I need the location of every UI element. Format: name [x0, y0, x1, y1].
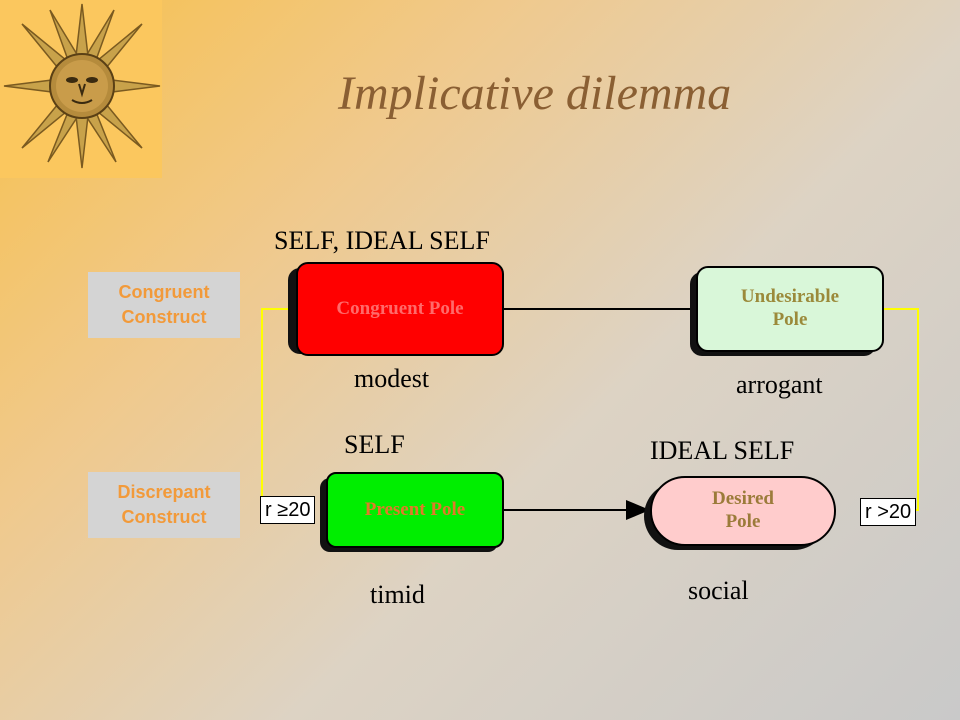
sun-logo	[0, 0, 162, 178]
congruent-construct-line2: Construct	[121, 307, 207, 327]
present-pole-label: Present Pole	[364, 498, 466, 520]
congruent-construct-box: Congruent Construct	[88, 272, 240, 338]
present-pole: Present Pole	[326, 472, 504, 548]
left-correlation-box: r ≥20	[260, 496, 316, 524]
arrogant-label: arrogant	[736, 370, 823, 399]
discrepant-construct-line2: Construct	[121, 507, 207, 527]
discrepant-construct-box: Discrepant Construct	[88, 472, 240, 538]
right-correlation-box: r >20	[860, 498, 917, 526]
right-yellow-connector	[884, 308, 919, 511]
desired-pole: Desired Pole	[650, 476, 836, 546]
undesirable-pole-line2: Pole	[772, 309, 808, 330]
social-label: social	[688, 576, 749, 605]
ideal-self-label: IDEAL SELF	[650, 436, 795, 465]
page-title: Implicative dilemma	[338, 67, 732, 120]
desired-pole-line2: Pole	[725, 511, 761, 532]
desired-pole-line1: Desired	[712, 488, 774, 510]
modest-label: modest	[354, 364, 430, 393]
undesirable-pole: Undesirable Pole	[696, 266, 884, 352]
congruent-construct-line1: Congruent	[118, 281, 210, 302]
congruent-pole: Congruent Pole	[296, 262, 504, 356]
self-ideal-self-label: SELF, IDEAL SELF	[274, 226, 490, 255]
self-label: SELF	[344, 430, 405, 459]
discrepant-construct-line1: Discrepant	[117, 481, 211, 502]
sun-face-icon	[3, 3, 161, 169]
congruent-pole-label: Congruent Pole	[336, 297, 464, 319]
undesirable-pole-line1: Undesirable	[740, 286, 840, 308]
timid-label: timid	[370, 580, 425, 609]
